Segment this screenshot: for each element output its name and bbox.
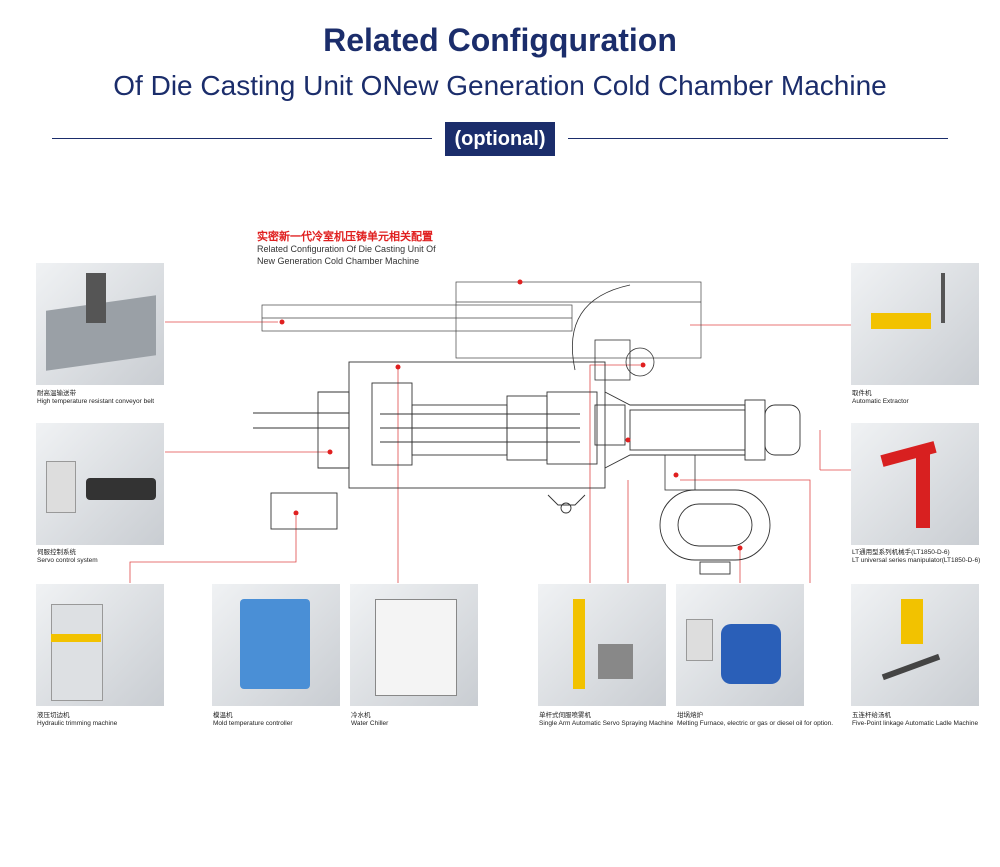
divider-right [568,138,948,139]
page-subtitle: Of Die Casting Unit ONew Generation Cold… [113,70,887,101]
caption-manipulator: LT通用型系列机械手(LT1850-D-6)LT universal serie… [852,549,981,564]
diagram-title-cn: 实密新一代冷室机压铸单元相关配置 [257,230,433,243]
ladle-machine-photo [851,584,979,706]
marker-dots [279,279,743,551]
diagram-title-en: Related Configuration Of Die Casting Uni… [257,243,477,267]
servo-control-photo [36,423,164,545]
water-chiller-photo [350,584,478,706]
diagram-title-en-line2: New Generation Cold Chamber Machine [257,256,420,266]
servo-box-drawing [270,492,338,530]
mold-temp-controller-photo [212,584,340,706]
connector-lines [129,321,851,583]
extractor-photo [851,263,979,385]
furnace-drawing [659,489,771,575]
optional-badge: (optional) [445,122,555,156]
divider-left [52,138,432,139]
manipulator-photo [851,423,979,545]
page-title: Related Configquration [323,22,677,58]
spraying-machine-photo [538,584,666,706]
machine-body [253,361,801,514]
diagram-title-en-line1: Related Configuration Of Die Casting Uni… [257,244,436,254]
robot-arm-drawing [571,284,696,491]
conveyor-drawing [261,281,702,359]
melting-furnace-photo [676,584,804,706]
trimming-machine-photo [36,584,164,706]
conveyor-belt-photo [36,263,164,385]
